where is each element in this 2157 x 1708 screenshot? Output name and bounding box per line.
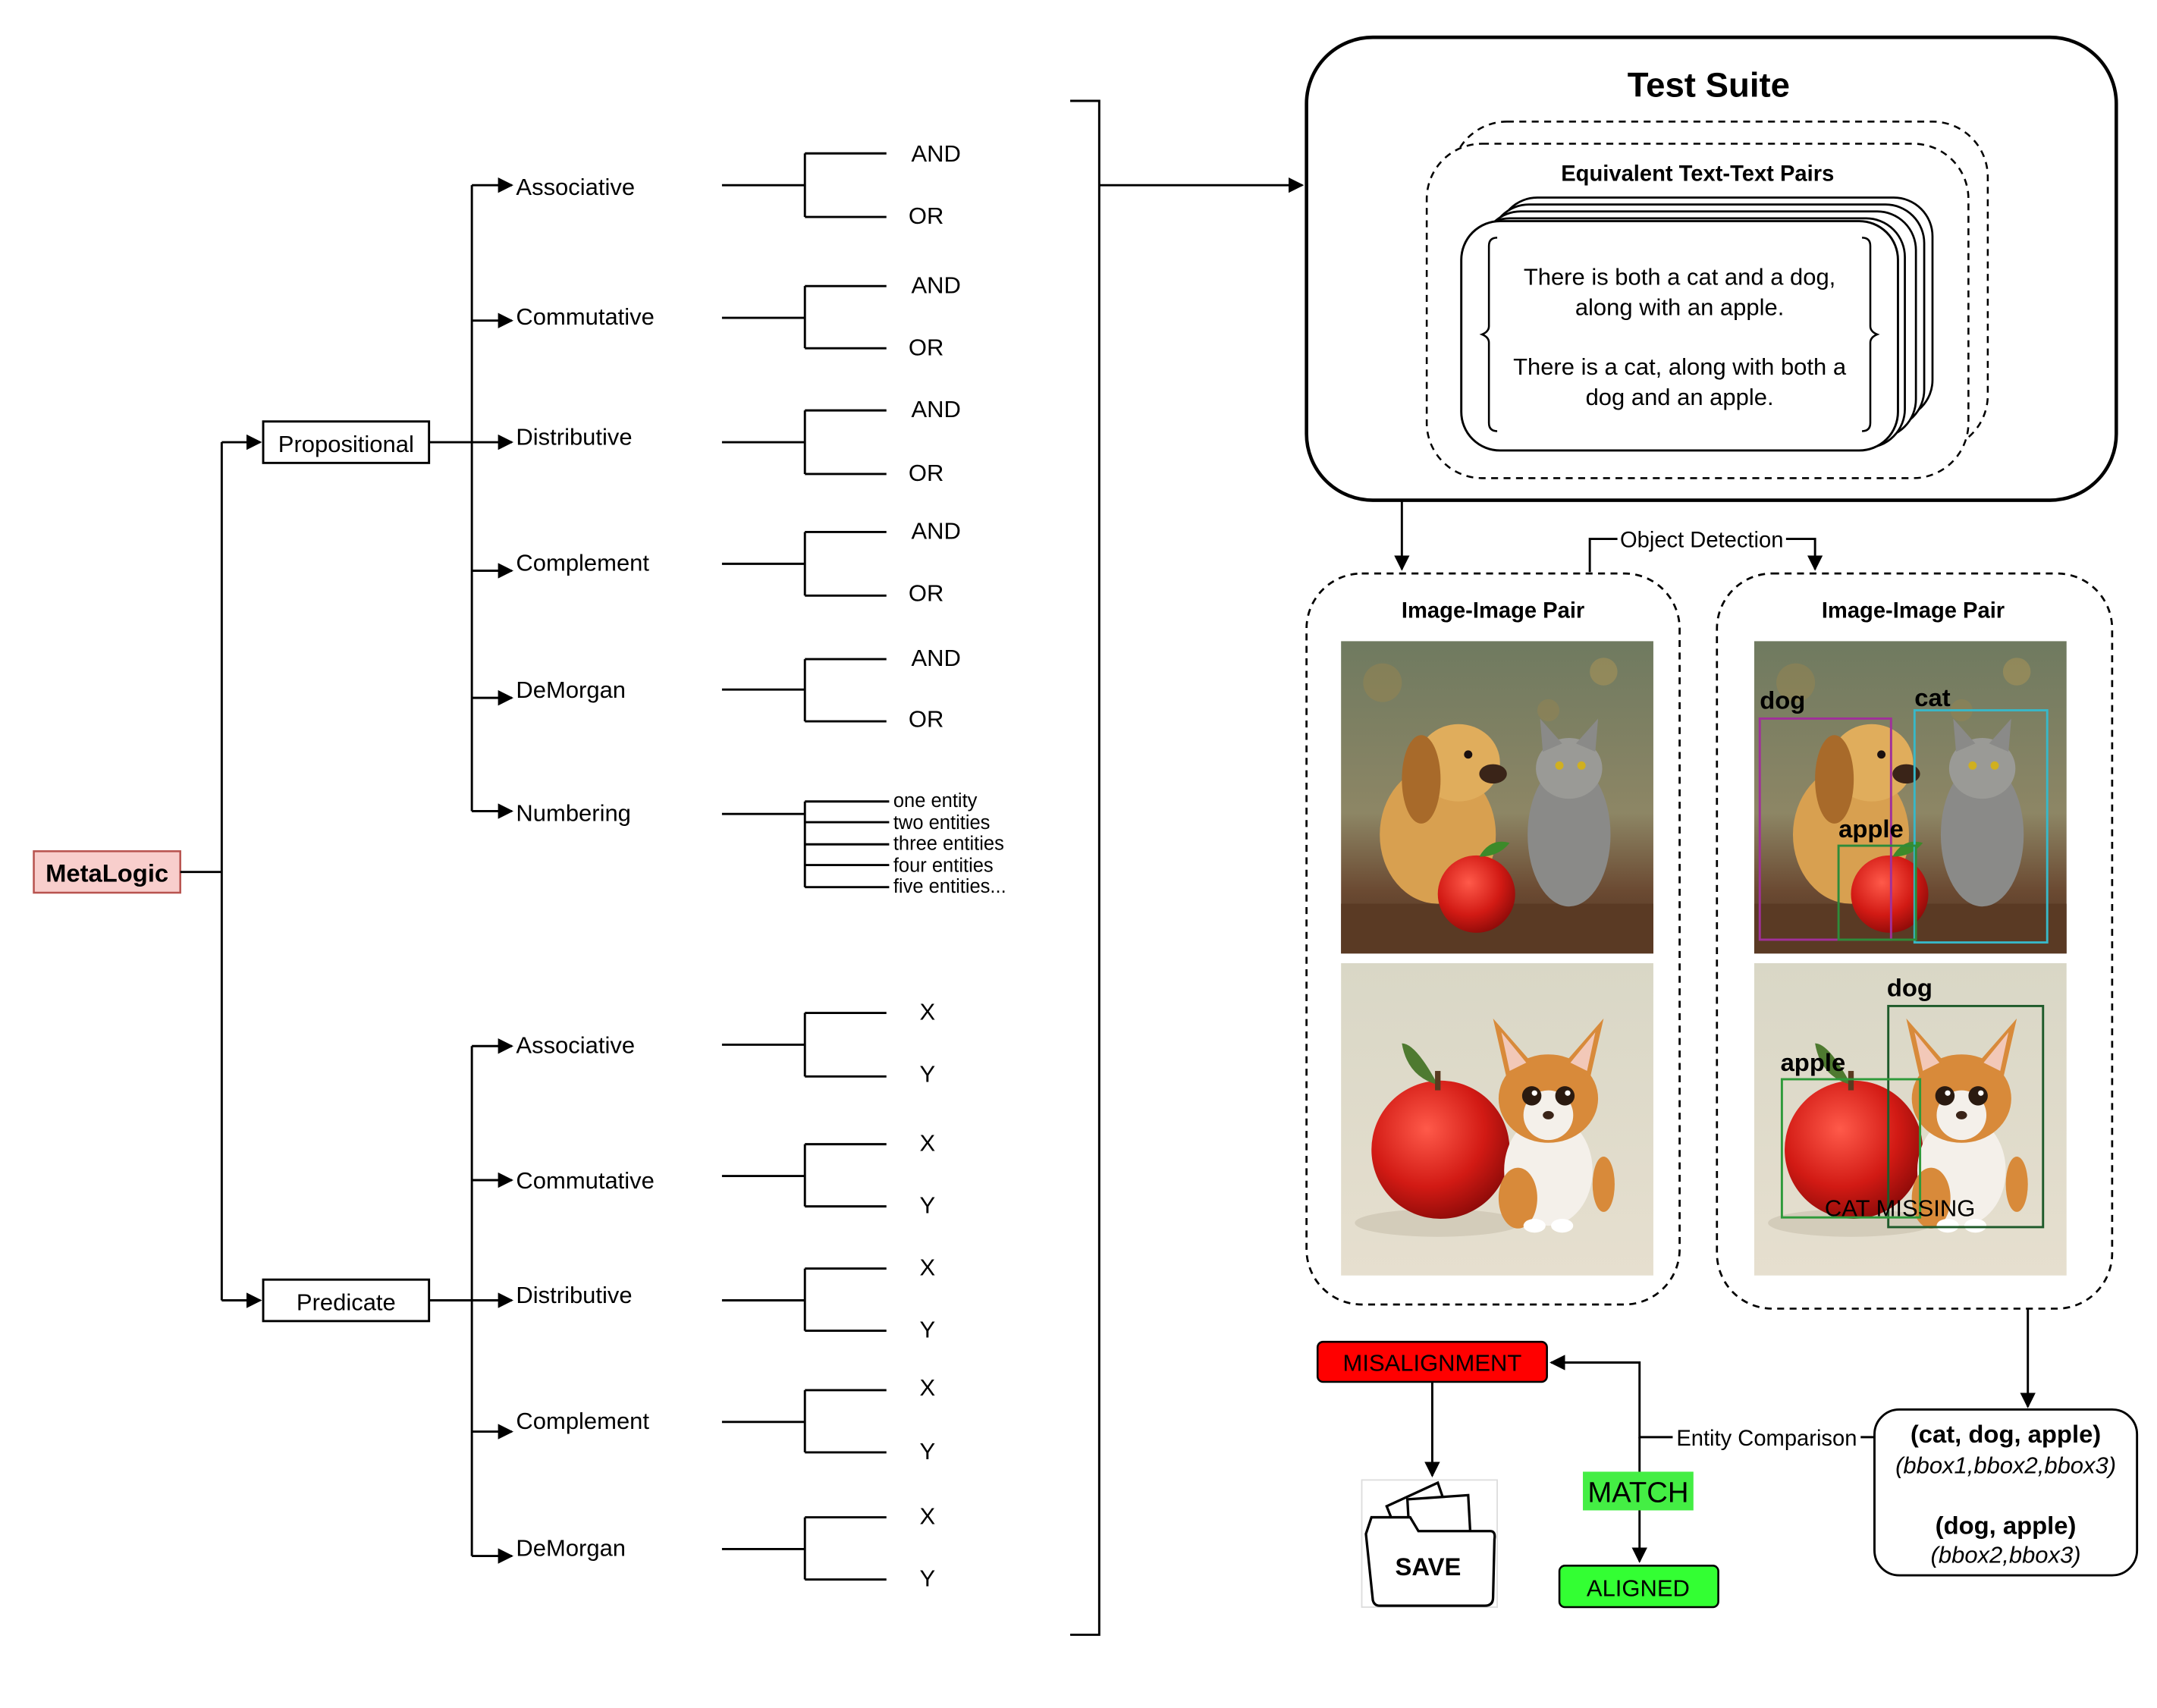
predicate-label: Predicate — [297, 1289, 396, 1315]
sentence-2-line-1: There is a cat, along with both a — [1513, 353, 1847, 380]
pred-law-complement: Complement — [516, 1408, 649, 1434]
image-pair-left-title: Image-Image Pair — [1402, 598, 1584, 623]
dog-cat-apple-image — [1341, 641, 1653, 954]
aligned-node — [1558, 1565, 1719, 1609]
leaf-label: OR — [909, 203, 943, 229]
label-cat-missing: CAT MISSING — [1825, 1195, 1975, 1221]
leaf-label: OR — [909, 334, 943, 360]
match-badge — [1583, 1471, 1694, 1511]
sentence-2-line-2: dog and an apple. — [1586, 384, 1774, 410]
leaf-label: AND — [912, 645, 961, 671]
pred-law-associative: Associative — [516, 1031, 635, 1058]
metalogic-label: MetaLogic — [46, 859, 168, 887]
leaf-label: X — [919, 1503, 935, 1530]
numbering-leaf: four entities — [893, 856, 994, 877]
match-label: MATCH — [1587, 1477, 1688, 1509]
prop-law-numbering: Numbering — [516, 799, 630, 826]
bbox-apple — [1780, 1078, 1922, 1219]
bbox-dog — [1758, 717, 1892, 941]
leaf-label: X — [919, 1374, 935, 1401]
save-label: SAVE — [1396, 1553, 1462, 1581]
test-suite-title: Test Suite — [1628, 66, 1790, 105]
pred-law-distributive: Distributive — [516, 1282, 632, 1308]
label-apple: apple — [1781, 1048, 1846, 1076]
leaf-label: AND — [912, 140, 961, 167]
prop-law-associative: Associative — [516, 174, 635, 200]
sentence-1-line-1: There is both a cat and a dog, — [1524, 263, 1835, 290]
numbering-leaf: one entity — [893, 790, 978, 812]
image-pair-right: Image-Image Pair dog cat apple dog apple… — [1716, 572, 2114, 1310]
aligned-label: ALIGNED — [1587, 1575, 1690, 1601]
entities-image-1: (cat, dog, apple) — [1911, 1420, 2101, 1448]
entity-list-box: (cat, dog, apple) (bbox1,bbox2,bbox3) (d… — [1873, 1408, 2139, 1577]
predicate-node — [262, 1278, 431, 1323]
leaf-label: X — [919, 1254, 935, 1281]
propositional-label: Propositional — [278, 431, 414, 457]
leaf-label: AND — [912, 518, 961, 545]
leaf-label: Y — [919, 1565, 935, 1592]
image-pair-right-title: Image-Image Pair — [1822, 598, 2005, 623]
text-pairs-title: Equivalent Text-Text Pairs — [1561, 162, 1834, 187]
label-apple: apple — [1838, 815, 1904, 843]
entities-image-2: (dog, apple) — [1936, 1511, 2077, 1539]
pred-law-commutative: Commutative — [516, 1167, 654, 1194]
leaf-label: Y — [919, 1438, 935, 1465]
logic-taxonomy-tree — [33, 99, 1305, 1636]
numbering-leaf: five entities... — [893, 876, 1006, 897]
leaf-label: OR — [909, 460, 943, 486]
text-pair-card — [1460, 220, 1899, 452]
object-detection-label: Object Detection — [1620, 529, 1783, 553]
bbox-apple — [1837, 844, 1917, 941]
apple-dog-image — [1341, 962, 1653, 1276]
prop-law-distributive: Distributive — [516, 424, 632, 451]
leaf-label: Y — [919, 1192, 935, 1219]
propositional-node — [262, 420, 431, 464]
prop-law-commutative: Commutative — [516, 303, 654, 330]
bboxes-image-2: (bbox2,bbox3) — [1931, 1542, 2081, 1568]
leaf-label: Y — [919, 1061, 935, 1088]
test-suite-panel: Test Suite Equivalent Text-Text Pairs Th… — [1305, 35, 2118, 502]
metalogic-root-node — [33, 850, 181, 894]
apple-dog-image-detected — [1754, 962, 2067, 1276]
sentence-1-line-2: along with an apple. — [1575, 294, 1784, 320]
label-dog: dog — [1887, 974, 1933, 1002]
leaf-label: OR — [909, 580, 943, 607]
misalignment-label: MISALIGNMENT — [1343, 1349, 1522, 1376]
leaf-label: Y — [919, 1317, 935, 1343]
save-folder-icon: SAVE — [1361, 1479, 1498, 1608]
pred-law-demorgan: DeMorgan — [516, 1535, 626, 1562]
leaf-label: AND — [912, 272, 961, 298]
numbering-leaf: two entities — [893, 812, 991, 834]
label-dog: dog — [1760, 686, 1805, 714]
bbox-cat — [1913, 709, 2049, 944]
entity-comparison-label: Entity Comparison — [1676, 1427, 1857, 1451]
prop-law-demorgan: DeMorgan — [516, 677, 626, 703]
bboxes-image-1: (bbox1,bbox2,bbox3) — [1895, 1452, 2116, 1478]
image-pair-left: Image-Image Pair — [1305, 572, 1681, 1306]
label-cat: cat — [1914, 683, 1950, 711]
leaf-label: X — [919, 999, 935, 1025]
leaf-label: AND — [912, 396, 961, 422]
prop-law-complement: Complement — [516, 549, 649, 576]
leaf-label: OR — [909, 705, 943, 732]
leaf-label: X — [919, 1130, 935, 1157]
bbox-dog — [1887, 1004, 2045, 1229]
numbering-leaf: three entities — [893, 834, 1004, 855]
misalignment-node — [1316, 1340, 1548, 1383]
